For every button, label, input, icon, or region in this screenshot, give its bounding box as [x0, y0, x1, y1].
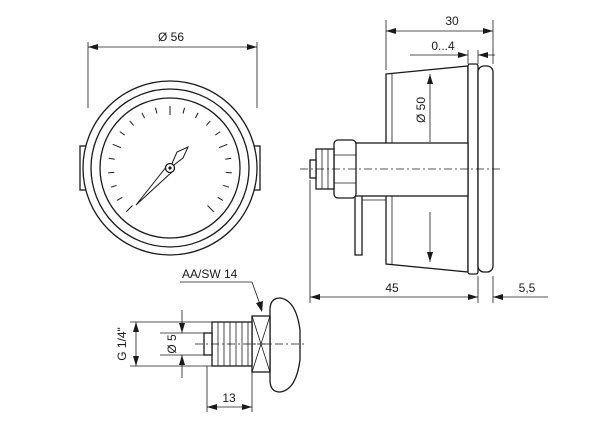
- mount-bracket: [354, 196, 363, 256]
- overall-length-label: 45: [385, 281, 399, 295]
- scale-tick: [218, 143, 228, 149]
- scale-tick: [108, 157, 115, 160]
- scale-tick: [223, 184, 230, 188]
- stem-tube: [354, 142, 469, 197]
- scale-tick: [225, 171, 232, 174]
- wrench-size-label: AA/SW 14: [182, 267, 238, 281]
- scale-ticks: [108, 106, 232, 213]
- pointer-hub-dot: [168, 166, 172, 170]
- flange-thickness-label: 5,5: [519, 281, 536, 295]
- thread-length-label: 13: [222, 391, 236, 405]
- inner-bezel: [90, 88, 250, 248]
- mount-gap-label: 0...4: [431, 39, 455, 53]
- dial-face: [99, 97, 241, 239]
- detail-view: AA/SW 14 G 1/4" Ø 5 13: [115, 267, 305, 412]
- scale-tick: [182, 107, 185, 114]
- side-view: Ø 50 30 0...4 45 5,5: [300, 14, 548, 303]
- scale-tick: [119, 131, 125, 136]
- scale-tick: [125, 205, 133, 213]
- pointer-tail: [169, 145, 190, 169]
- back-cap: [269, 297, 301, 393]
- scale-tick: [129, 120, 134, 126]
- outer-diameter-label: Ø 56: [158, 30, 184, 44]
- scale-tick: [116, 196, 123, 201]
- scale-tick: [217, 196, 224, 201]
- front-view: Ø 56: [79, 30, 261, 256]
- scale-tick: [206, 120, 211, 126]
- scale-tick: [141, 112, 146, 119]
- thread-label: G 1/4": [115, 327, 129, 361]
- bore-diameter-label: Ø 5: [165, 334, 179, 354]
- scale-tick: [155, 107, 158, 114]
- scale-tick: [110, 184, 117, 188]
- scale-tick: [215, 131, 221, 136]
- scale-tick: [207, 205, 215, 213]
- scale-tick: [225, 157, 232, 160]
- body-diameter-label: Ø 50: [414, 97, 428, 123]
- scale-tick: [194, 112, 199, 119]
- depth-total-label: 30: [445, 14, 459, 28]
- scale-tick: [108, 171, 115, 174]
- scale-tick: [112, 143, 122, 149]
